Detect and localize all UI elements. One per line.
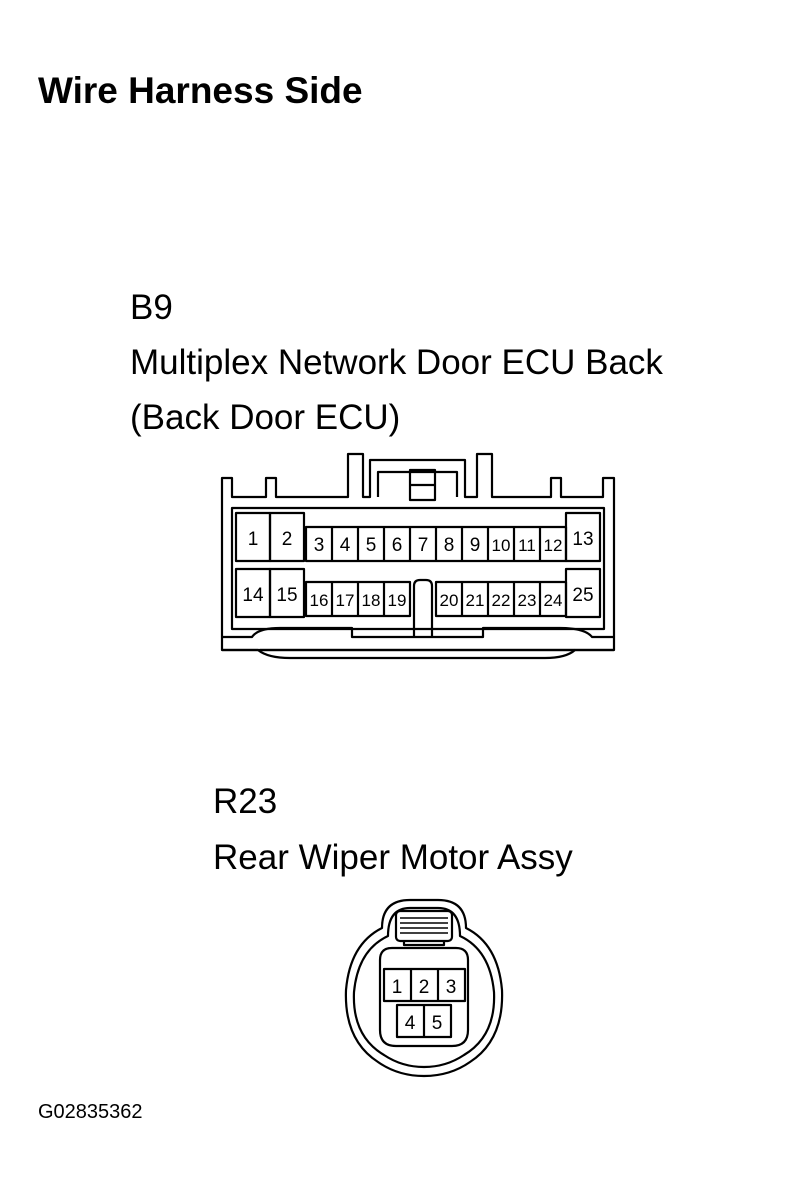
b9-pin-label: 14 bbox=[242, 585, 264, 606]
b9-pin-label: 23 bbox=[518, 591, 537, 610]
r23-connector-code: R23 bbox=[213, 782, 278, 821]
b9-pin-label: 5 bbox=[366, 535, 377, 556]
b9-connector-subname: (Back Door ECU) bbox=[130, 398, 401, 437]
r23-connector-diagram: 1 2 3 4 5 bbox=[344, 898, 504, 1078]
r23-connector-name: Rear Wiper Motor Assy bbox=[213, 838, 573, 877]
r23-lock-tab bbox=[394, 909, 454, 943]
b9-pin-label: 7 bbox=[418, 535, 429, 556]
r23-cavity-row-top bbox=[382, 967, 467, 1003]
b9-face-plate bbox=[230, 506, 606, 631]
b9-pin-label: 9 bbox=[470, 535, 481, 556]
b9-pin-label: 17 bbox=[336, 591, 355, 610]
b9-pin-label: 19 bbox=[388, 591, 407, 610]
r23-pin-label: 3 bbox=[446, 977, 457, 998]
b9-connector-diagram: 1 2 3 4 5 6 7 8 9 10 11 12 13 14 15 16 1… bbox=[220, 452, 616, 660]
b9-housing bbox=[220, 452, 616, 637]
b9-cavity-15 bbox=[268, 567, 306, 619]
b9-pin-label: 15 bbox=[276, 585, 297, 606]
b9-pin-label: 18 bbox=[362, 591, 381, 610]
b9-pin-label: 4 bbox=[340, 535, 351, 556]
b9-bottom-lip bbox=[220, 626, 616, 660]
r23-pin-label: 2 bbox=[419, 977, 430, 998]
b9-cavity-2 bbox=[268, 511, 306, 563]
page-title: Wire Harness Side bbox=[38, 70, 363, 111]
b9-connector-code: B9 bbox=[130, 288, 173, 327]
r23-pin-label: 4 bbox=[405, 1013, 416, 1034]
b9-pin-label: 25 bbox=[572, 585, 593, 606]
b9-pin-label: 21 bbox=[466, 591, 485, 610]
r23-pin-labels: 1 2 3 4 5 bbox=[392, 977, 457, 1034]
b9-pin-label: 22 bbox=[492, 591, 511, 610]
b9-pin-label: 2 bbox=[282, 529, 293, 550]
r23-housing-outer bbox=[344, 898, 504, 1078]
b9-pin-label: 12 bbox=[544, 536, 563, 555]
figure-id: G02835362 bbox=[38, 1101, 143, 1123]
b9-pin-label: 1 bbox=[248, 529, 259, 550]
r23-pin-label: 5 bbox=[432, 1013, 443, 1034]
r23-pin-label: 1 bbox=[392, 977, 403, 998]
b9-pin-label: 6 bbox=[392, 535, 403, 556]
b9-pin-label: 10 bbox=[492, 536, 511, 555]
b9-pin-label: 3 bbox=[314, 535, 325, 556]
r23-cavity-block bbox=[378, 946, 470, 1048]
b9-key-slot bbox=[412, 578, 434, 637]
b9-pin-label: 8 bbox=[444, 535, 455, 556]
b9-pin-label: 20 bbox=[440, 591, 459, 610]
b9-pin-label: 24 bbox=[544, 591, 563, 610]
b9-pin-label: 13 bbox=[572, 529, 593, 550]
b9-pin-labels: 1 2 3 4 5 6 7 8 9 10 11 12 13 14 15 16 1… bbox=[242, 529, 593, 610]
b9-lock-frame bbox=[376, 470, 459, 497]
b9-connector-name: Multiplex Network Door ECU Back bbox=[130, 343, 663, 382]
b9-pin-label: 16 bbox=[310, 591, 329, 610]
b9-cavity-row-bottom-right bbox=[434, 580, 568, 618]
b9-pin-label: 11 bbox=[518, 536, 536, 555]
